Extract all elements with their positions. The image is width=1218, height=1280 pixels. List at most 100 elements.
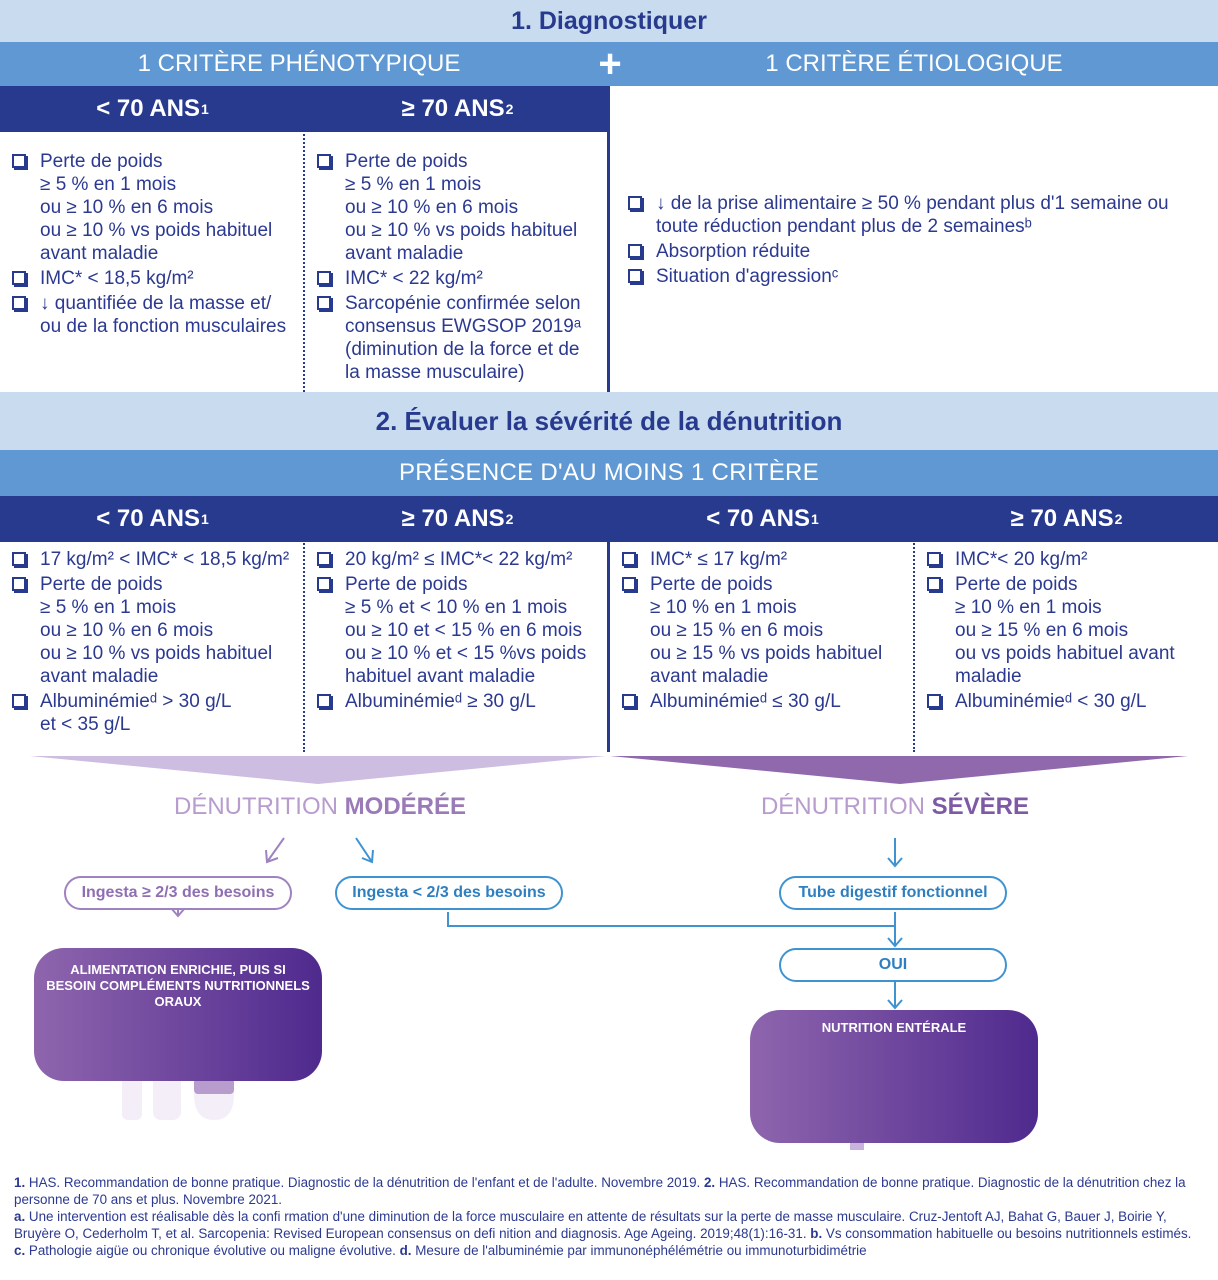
tube-digestif-box: Tube digestif fonctionnel (779, 876, 1007, 910)
criterion-line: Albuminémieᵈ ≥ 30 g/L (345, 691, 536, 712)
criterion-item: Albuminémieᵈ ≥ 30 g/L (315, 690, 586, 713)
enteral-nutrition-card: NUTRITION ENTÉRALE (750, 1010, 1038, 1143)
age-footnote-ref: 2 (1114, 511, 1123, 527)
checkbox-icon (622, 694, 636, 708)
oui-box: OUI (779, 948, 1007, 982)
criterion-line: 17 kg/m² < IMC* < 18,5 kg/m² (40, 549, 290, 570)
criterion-line: ou de la fonction musculaires (40, 316, 287, 337)
criterion-item: 20 kg/m² ≤ IMC*< 22 kg/m² (315, 548, 586, 571)
criterion-item: Absorption réduite (626, 240, 1169, 263)
criterion-line: (diminution de la force et de (345, 339, 580, 360)
criterion-line: ou ≥ 10 % en 6 mois (345, 197, 519, 218)
criterion-line: ≥ 5 % en 1 mois (40, 174, 177, 195)
criterion-line: ou ≥ 10 % vs poids habituel (40, 220, 273, 241)
age-label: < 70 ANS (96, 95, 201, 122)
checkbox-icon (317, 271, 331, 285)
criterion-line: Perte de poids (650, 574, 773, 595)
checkbox-icon (317, 694, 331, 708)
criterion-line: habituel avant maladie (345, 666, 536, 687)
criterion-line: la masse musculaire) (345, 362, 525, 383)
criterion-line: Albuminémieᵈ ≤ 30 g/L (650, 691, 841, 712)
etiologic-header: 1 CRITÈRE ÉTIOLOGIQUE (765, 50, 1063, 77)
checkbox-icon (628, 196, 642, 210)
criterion-line: avant maladie (345, 243, 464, 264)
criterion-item: Albuminémieᵈ ≤ 30 g/L (620, 690, 882, 713)
checkbox-icon (317, 577, 331, 591)
criterion-line: ou ≥ 10 et < 15 % en 6 mois (345, 620, 582, 641)
criterion-line: Perte de poids (345, 574, 468, 595)
checkbox-icon (927, 694, 941, 708)
moderate-prefix: DÉNUTRITION (173, 793, 345, 820)
criterion-line: Perte de poids (40, 151, 163, 172)
severe-label: DÉNUTRITION SÉVÈRE (675, 793, 1115, 821)
column-divider (913, 496, 915, 752)
criterion-item: IMC* ≤ 17 kg/m² (620, 548, 882, 571)
criterion-line: ou ≥ 10 % en 6 mois (40, 620, 214, 641)
age-label: < 70 ANS (706, 505, 811, 532)
criterion-line: Albuminémieᵈ < 30 g/L (955, 691, 1147, 712)
criterion-line: ou ≥ 15 % en 6 mois (650, 620, 824, 641)
footnote-text: Vs consommation habituelle ou besoins nu… (822, 1226, 1192, 1241)
checkbox-icon (12, 154, 26, 168)
age-footnote-ref: 1 (201, 101, 209, 117)
checkbox-icon (628, 269, 642, 283)
oral-card-label: ALIMENTATION ENRICHIE, PUIS SI BESOIN CO… (46, 962, 310, 1009)
checkbox-icon (628, 244, 642, 258)
age-footnote-ref: 2 (505, 511, 514, 527)
blue-arrows (355, 837, 903, 1010)
checkbox-icon (12, 271, 26, 285)
criterion-line: ou ≥ 10 % vs poids habituel (345, 220, 578, 241)
criterion-item: IMC* < 18,5 kg/m² (10, 267, 286, 290)
checkbox-icon (927, 577, 941, 591)
criterion-line: 20 kg/m² ≤ IMC*< 22 kg/m² (345, 549, 573, 570)
footnote-text: Pathologie aigüe ou chronique évolutive … (25, 1243, 400, 1258)
plus-icon: + (598, 41, 622, 86)
checkbox-icon (317, 552, 331, 566)
section2-subheader: PRÉSENCE D'AU MOINS 1 CRITÈRE (0, 450, 1218, 496)
criterion-line: ou ≥ 10 % en 6 mois (40, 197, 214, 218)
criterion-line: IMC* < 22 kg/m² (345, 268, 483, 289)
age-label: ≥ 70 ANS (401, 505, 505, 532)
ingesta-high-box: Ingesta ≥ 2/3 des besoins (64, 876, 292, 910)
criterion-line: ↓ quantifiée de la masse et/ (40, 293, 272, 314)
criterion-line: ou ≥ 10 % et < 15 %vs poids (345, 643, 587, 664)
etiologic-list: ↓ de la prise alimentaire ≥ 50 % pendant… (626, 192, 1169, 290)
section2-title: 2. Évaluer la sévérité de la dénutrition (0, 392, 1218, 450)
criterion-line: ≥ 5 % en 1 mois (345, 174, 482, 195)
criterion-line: Albuminémieᵈ > 30 g/L (40, 691, 232, 712)
criterion-item: IMC* < 22 kg/m² (315, 267, 581, 290)
criterion-item: Situation d'agressionᶜ (626, 265, 1169, 288)
criterion-line: et < 35 g/L (40, 714, 131, 735)
footnotes: 1. HAS. Recommandation de bonne pratique… (14, 1174, 1206, 1259)
moderate-label: DÉNUTRITION MODÉRÉE (100, 793, 540, 821)
criterion-line: avant maladie (40, 243, 159, 264)
severe-chevron (610, 756, 1188, 784)
footnote-text: HAS. Recommandation de bonne pratique. D… (25, 1175, 704, 1190)
criterion-line: consensus EWGSOP 2019ᵃ (345, 316, 581, 337)
oral-supplements-card: ALIMENTATION ENRICHIE, PUIS SI BESOIN CO… (34, 948, 322, 1081)
criterion-line: ou vs poids habituel avant (955, 643, 1175, 664)
footnote-mark: 1. (14, 1175, 26, 1190)
footnote-text: Une intervention est réalisable dès la c… (14, 1209, 1167, 1241)
criterion-line: ≥ 5 % et < 10 % en 1 mois (345, 597, 568, 618)
footnote-mark: d. (399, 1243, 412, 1258)
section-divider (607, 496, 610, 752)
criterion-line: IMC*< 20 kg/m² (955, 549, 1088, 570)
criterion-line: toute réduction pendant plus de 2 semain… (656, 216, 1032, 237)
footnote-mark: c. (14, 1243, 26, 1258)
criterion-item: Albuminémieᵈ < 30 g/L (925, 690, 1175, 713)
age-label: ≥ 70 ANS (1010, 505, 1114, 532)
